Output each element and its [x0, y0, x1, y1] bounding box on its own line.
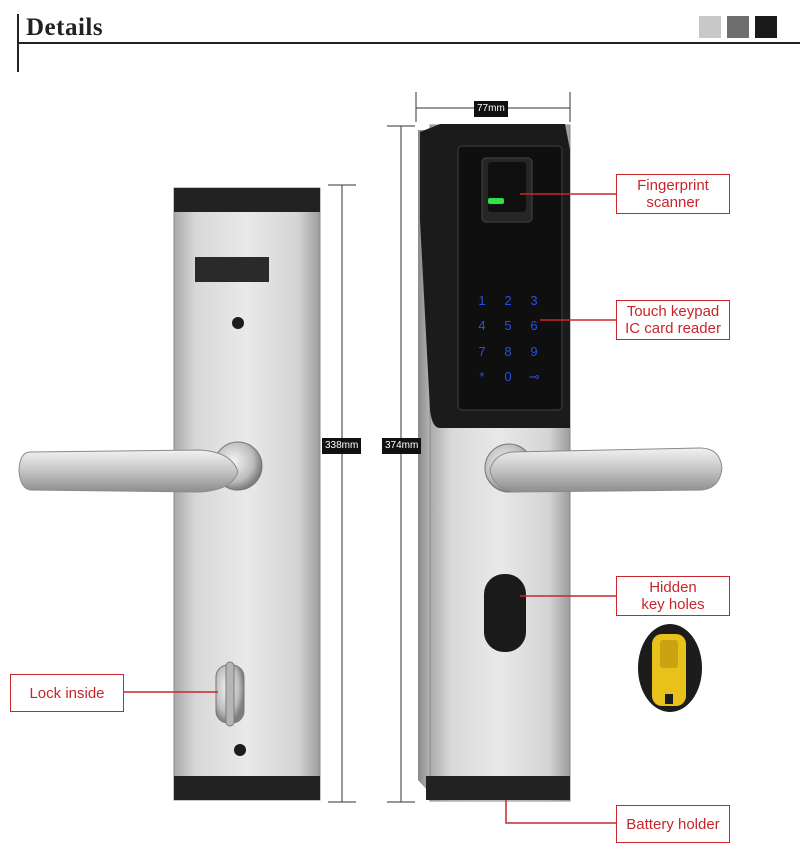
width-dimension-label: 77mm [474, 101, 508, 117]
lever-handle-left [18, 449, 239, 493]
keypad-key: * [479, 369, 484, 384]
card-sensor-window [195, 257, 269, 282]
swatch-dark [755, 16, 777, 38]
header: Details [0, 0, 800, 72]
screw-hole-top [232, 317, 244, 329]
keypad-key: 7 [478, 344, 485, 359]
swatch-mid [727, 16, 749, 38]
keypad-key: 9 [530, 344, 537, 359]
callout-keyholes-line2: key holes [641, 596, 705, 613]
keypad-key: 4 [478, 318, 485, 333]
callout-lock-inside-text: Lock inside [29, 684, 105, 702]
callout-fingerprint-scanner: Fingerprint scanner [616, 174, 730, 214]
callout-lock-inside: Lock inside [10, 674, 124, 712]
key-hole-cover [484, 574, 526, 652]
outer-lock [418, 124, 723, 802]
keypad-key: 2 [504, 293, 511, 308]
callout-keypad-line2: IC card reader [625, 320, 721, 337]
swatch-light [699, 16, 721, 38]
keypad-key: 1 [478, 293, 485, 308]
callout-battery-text: Battery holder [626, 815, 720, 833]
page-title: Details [26, 14, 104, 41]
callout-keypad-line1: Touch keypad [626, 303, 720, 320]
screw-hole-bottom [234, 744, 246, 756]
left-height-dimension-label: 338mm [322, 438, 362, 454]
keypad-key: 5 [504, 318, 511, 333]
lever-handle-right [489, 447, 723, 493]
callout-hidden-key-holes: Hidden key holes [616, 576, 730, 616]
keypad-key: 3 [530, 293, 537, 308]
header-rule [17, 42, 800, 44]
right-height-dimension-label: 374mm [382, 438, 422, 454]
keypad-key: 6 [530, 318, 537, 333]
inner-lock [18, 187, 321, 801]
euro-cylinder [638, 624, 702, 712]
keypad-key: ⊸ [529, 369, 540, 384]
keypad-key: 8 [504, 344, 511, 359]
scanner-led [488, 198, 504, 204]
callout-fingerprint-line2: scanner [646, 194, 700, 211]
callout-fingerprint-line1: Fingerprint [637, 177, 709, 194]
callout-keyholes-line1: Hidden [649, 579, 697, 596]
keypad-key: 0 [504, 369, 511, 384]
callout-leaders [124, 193, 616, 824]
callout-touch-keypad: Touch keypad IC card reader [616, 300, 730, 340]
callout-battery-holder: Battery holder [616, 805, 730, 843]
keypad: 1 2 3 4 5 6 7 8 9 * 0 ⊸ [478, 293, 539, 384]
